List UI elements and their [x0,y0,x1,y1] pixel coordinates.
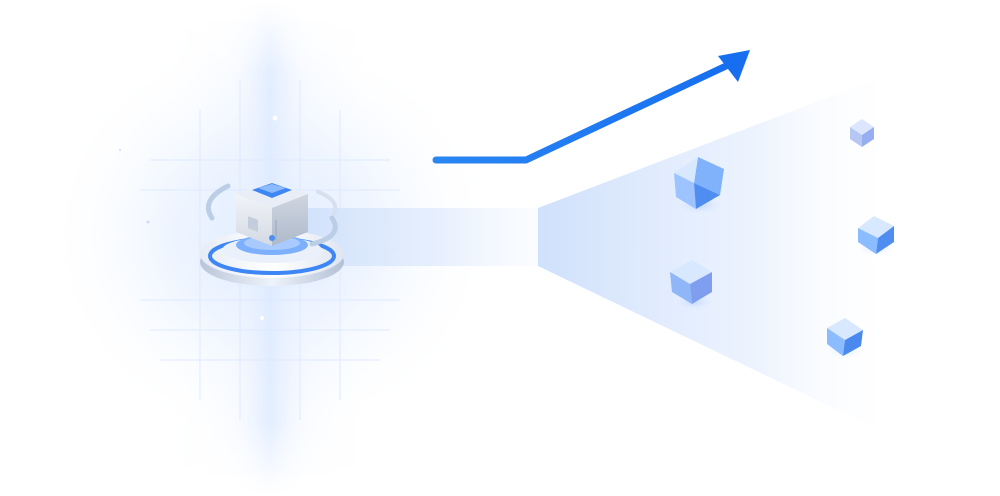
data-cube-icon [856,216,896,255]
trend-up-arrow-icon [432,50,750,164]
server-cube-on-platform-icon [197,182,347,286]
data-cube-icon [670,260,718,310]
data-cube-icon [672,157,728,215]
data-cube-icon [850,119,874,147]
data-cube-icon [825,318,865,357]
